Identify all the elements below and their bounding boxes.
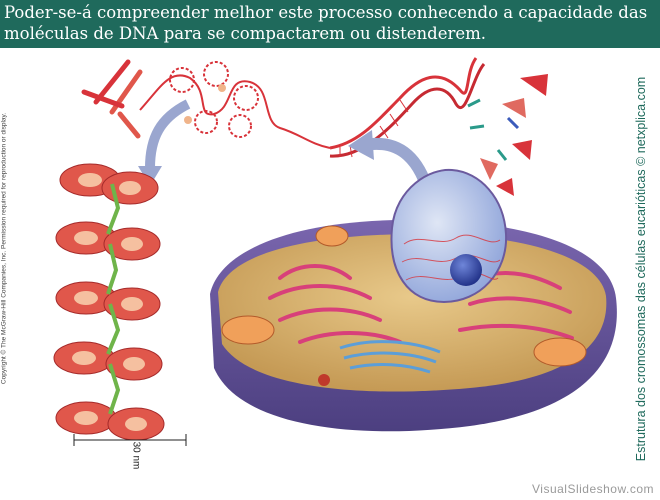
caption-banner: Poder-se-á compreender melhor este proce… — [0, 0, 660, 48]
chromatin-fiber-30nm — [53, 163, 187, 446]
arrow-to-fiber-icon — [138, 99, 191, 186]
dna-double-helix — [329, 57, 486, 158]
copyright-notice: Copyright © The McGraw-Hill Companies, I… — [0, 112, 8, 385]
nucleotide-fragments — [467, 74, 548, 196]
side-title: Estrutura dos cromossomas das células eu… — [634, 76, 648, 462]
mitochondria — [221, 225, 587, 367]
chromatin-loops — [139, 61, 331, 149]
nucleus — [390, 168, 508, 304]
scale-label-30nm: 30 nm — [130, 441, 142, 470]
eukaryotic-cell — [210, 168, 617, 432]
chromosome-icon — [81, 59, 143, 139]
watermark: VisualSlideshow.com — [531, 482, 654, 496]
dna-cell-illustration — [53, 57, 617, 446]
caption-text: Poder-se-á compreender melhor este proce… — [4, 3, 648, 43]
